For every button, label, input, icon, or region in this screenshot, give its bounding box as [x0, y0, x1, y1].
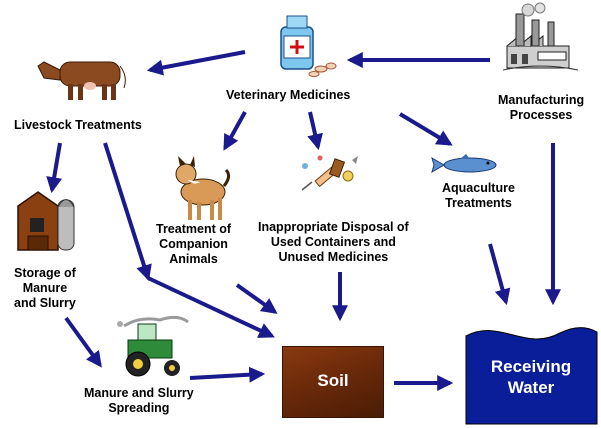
label-treatment-companion-animals: Treatment of Companion Animals — [156, 222, 231, 267]
tractor-icon — [117, 317, 188, 376]
label-manure-slurry-spreading: Manure and Slurry Spreading — [84, 386, 194, 416]
label-manufacturing-processes: Manufacturing Processes — [498, 93, 584, 123]
label-veterinary-medicines: Veterinary Medicines — [226, 88, 350, 103]
cow-icon — [38, 62, 125, 100]
dog-icon — [176, 156, 229, 220]
medicine-bottle-icon — [281, 16, 336, 77]
label-receiving-water: Receiving Water — [466, 356, 596, 398]
label-aquaculture-treatments: Aquaculture Treatments — [442, 181, 515, 211]
syringe-icon — [302, 156, 358, 191]
factory-icon — [503, 3, 578, 70]
fish-icon — [432, 154, 496, 172]
soil-box: Soil — [282, 346, 384, 418]
barn-icon — [18, 192, 74, 250]
label-storage-manure-slurry: Storage of Manure and Slurry — [14, 266, 76, 311]
label-soil: Soil — [283, 371, 383, 391]
label-inappropriate-disposal: Inappropriate Disposal of Used Container… — [258, 220, 409, 265]
label-livestock-treatments: Livestock Treatments — [14, 118, 142, 133]
